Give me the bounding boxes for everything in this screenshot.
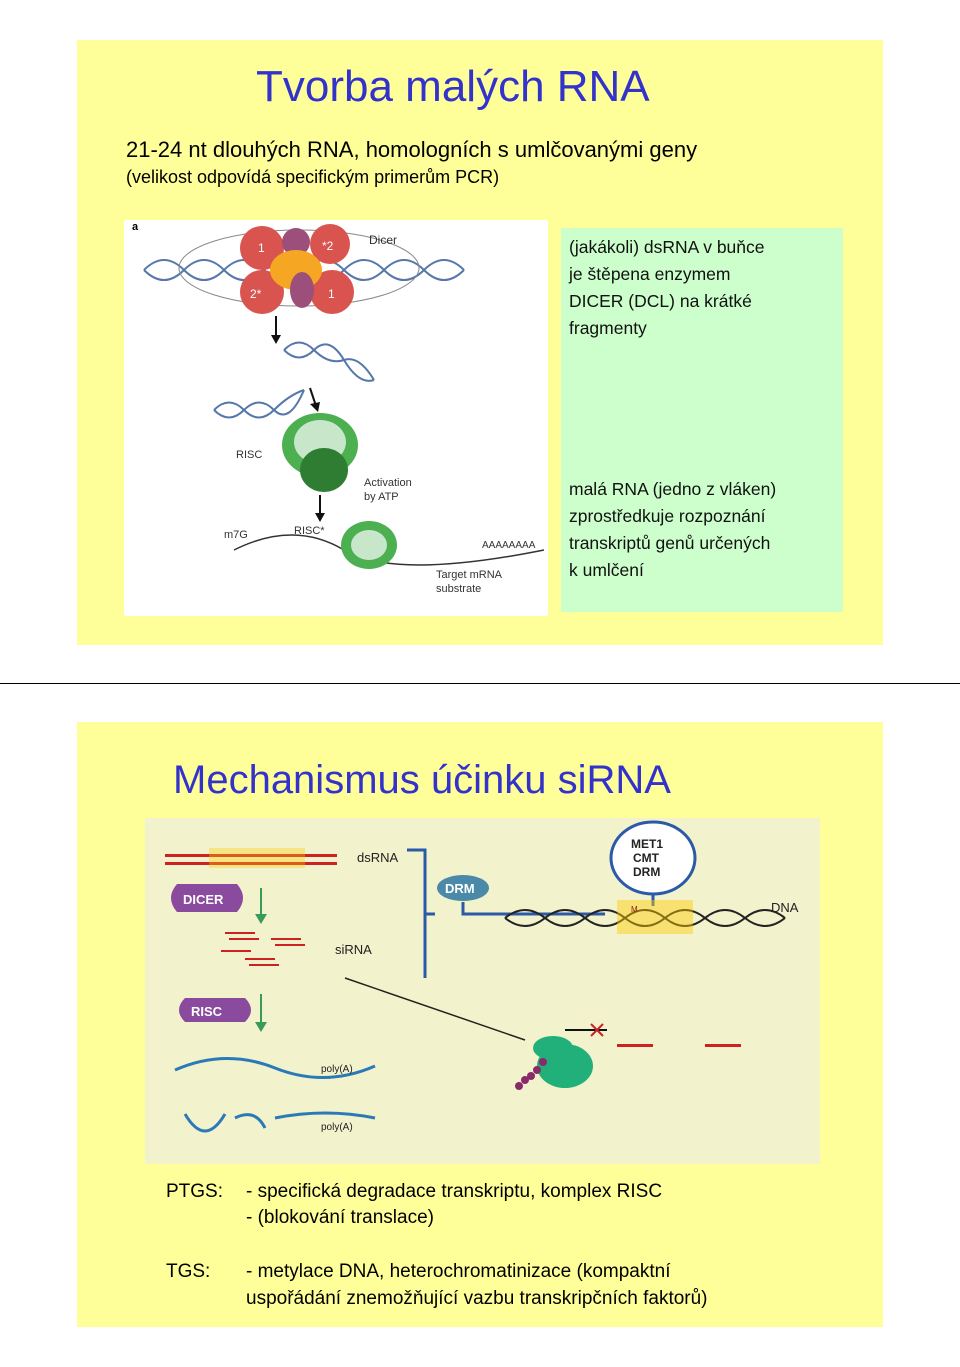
risc-complex-front bbox=[300, 448, 348, 492]
dicer-subunit-3 bbox=[240, 270, 284, 314]
subunit-label-2: *2 bbox=[322, 239, 334, 253]
risc-star-label: RISC* bbox=[294, 525, 325, 537]
risc-star-inner bbox=[351, 530, 387, 560]
dsrna-label: dsRNA bbox=[357, 850, 399, 865]
ptgs-line-1: - specifická degradace transkriptu, komp… bbox=[246, 1181, 663, 1202]
dicer-subunit-2 bbox=[310, 224, 350, 264]
methylation-highlight bbox=[617, 900, 693, 934]
mrna-cleavage bbox=[174, 1056, 376, 1080]
sirna-mechanism-figure: dsRNA DICER siRNA DRM MET1 CMT DRM bbox=[145, 818, 820, 1164]
dicer-subunit-1 bbox=[240, 226, 284, 270]
box-para-1-line-1: (jakákoli) dsRNA v buňce bbox=[569, 237, 765, 257]
subunit-label-4: 1 bbox=[328, 287, 335, 301]
polya-label: AAAAAAAA bbox=[482, 540, 536, 551]
ribosome-small bbox=[533, 1036, 573, 1060]
sirna-fragments bbox=[213, 341, 375, 419]
bracket-to-dna bbox=[461, 902, 605, 916]
box-para-2-line-2: zprostředkuje rozpoznání bbox=[569, 506, 766, 526]
dicer-explanation-box: (jakákoli) dsRNA v buňce je štěpena enzy… bbox=[561, 228, 843, 612]
mrna-fragment-2 bbox=[234, 1113, 267, 1129]
risc-label: RISC bbox=[236, 449, 262, 461]
slide-1-subtitle-line-2: (velikost odpovídá specifickým primerům … bbox=[126, 167, 500, 187]
target-label-2: substrate bbox=[436, 583, 481, 595]
dna-helix bbox=[504, 909, 786, 927]
mrna-fragment-3 bbox=[274, 1111, 376, 1120]
slide-1-subtitle-line-1: 21-24 nt dlouhých RNA, homologních s uml… bbox=[126, 137, 698, 162]
dicer-core-bottom bbox=[290, 272, 314, 308]
dicer-shape bbox=[171, 884, 243, 912]
panel-label: a bbox=[132, 221, 139, 233]
dna-label: DNA bbox=[771, 900, 799, 915]
dsrna-highlight bbox=[209, 848, 305, 868]
arrow-2-head bbox=[310, 402, 320, 412]
drm-shape bbox=[437, 875, 489, 901]
box-para-2-line-3: transkriptů genů určených bbox=[569, 533, 771, 553]
polya-1-label: poly(A) bbox=[321, 1064, 353, 1075]
by-atp-label: by ATP bbox=[364, 491, 399, 503]
bracket-left bbox=[407, 848, 427, 978]
dicer-core-top bbox=[282, 228, 310, 256]
tgs-line-2: uspořádání znemožňující vazbu transkripč… bbox=[246, 1288, 708, 1309]
box-para-1-line-3: DICER (DCL) na krátké bbox=[569, 291, 752, 311]
risc-fig-label: RISC bbox=[191, 1004, 223, 1019]
subunit-label-3: 2* bbox=[250, 287, 262, 301]
ptgs-label: PTGS: bbox=[166, 1181, 224, 1202]
methyl-mark: M bbox=[631, 905, 638, 914]
met1-label: MET1 bbox=[631, 837, 663, 851]
drm2-label: DRM bbox=[633, 865, 660, 879]
dicer-risc-figure: a 1 *2 2* 1 Dicer bbox=[124, 220, 548, 616]
slide-2-title: Mechanismus účinku siRNA bbox=[173, 758, 671, 802]
cmt-label: CMT bbox=[633, 851, 660, 865]
subunit-label-1: 1 bbox=[258, 241, 265, 255]
dicer-fig-label: DICER bbox=[183, 892, 224, 907]
tgs-line-1: - metylace DNA, heterochromatinizace (ko… bbox=[246, 1261, 671, 1282]
box-para-1-line-2: je štěpena enzymem bbox=[569, 264, 731, 284]
arrow-3-head bbox=[315, 513, 325, 522]
blocked-x bbox=[590, 1023, 604, 1037]
arrow-risc-head bbox=[255, 1022, 267, 1032]
target-label-1: Target mRNA bbox=[436, 569, 503, 581]
box-para-2-line-4: k umlčení bbox=[569, 560, 644, 580]
peptide-chain bbox=[515, 1058, 547, 1090]
polya-2-label: poly(A) bbox=[321, 1122, 353, 1133]
sirna-bound-2 bbox=[705, 1044, 741, 1047]
sirna-label: siRNA bbox=[335, 942, 372, 957]
arrow-to-ribosome bbox=[344, 977, 526, 1041]
ptgs-line-2: - (blokování translace) bbox=[246, 1207, 434, 1228]
sirna-fragments-fig bbox=[221, 932, 305, 966]
dicer-label: Dicer bbox=[369, 233, 397, 247]
dicer-risc-diagram: a 1 *2 2* 1 Dicer bbox=[132, 221, 545, 595]
page-divider bbox=[0, 683, 960, 684]
box-para-2-line-1: malá RNA (jedno z vláken) bbox=[569, 479, 777, 499]
risc-shape bbox=[179, 998, 251, 1022]
box-para-1-line-4: fragmenty bbox=[569, 318, 647, 338]
mrna-fragment-1 bbox=[183, 1113, 227, 1133]
sirna-mechanism-diagram: dsRNA DICER siRNA DRM MET1 CMT DRM bbox=[165, 820, 799, 1133]
dsrna-strand-1 bbox=[165, 854, 337, 857]
arrow-1-head bbox=[271, 335, 281, 344]
arrow-dicer-head bbox=[255, 914, 267, 924]
tgs-label: TGS: bbox=[166, 1261, 211, 1282]
slide-1-title: Tvorba malých RNA bbox=[256, 62, 650, 111]
dsrna-strand-2 bbox=[165, 862, 337, 865]
activation-label: Activation bbox=[364, 477, 412, 489]
m7g-label: m7G bbox=[224, 529, 248, 541]
sirna-bound-1 bbox=[617, 1044, 653, 1047]
dicer-subunit-4 bbox=[310, 270, 354, 314]
drm-fig-label: DRM bbox=[445, 881, 475, 896]
